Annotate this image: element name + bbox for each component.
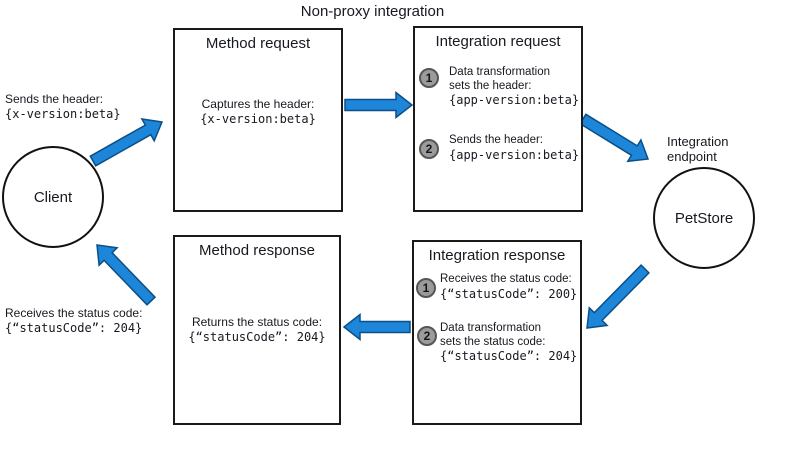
integration-request-box: Integration request 1 Data transformatio…: [413, 26, 583, 212]
flow-arrow-method-request-to-integration-request: [344, 90, 414, 120]
step-code-line: {app-version:beta}: [449, 147, 580, 162]
integration-request-step-2: Sends the header: {app-version:beta}: [449, 134, 579, 163]
client-sends-annotation: Sends the header: {x-version:beta}: [5, 92, 121, 122]
caption-line: Integration: [667, 134, 729, 149]
step-text-line: Receives the status code:: [440, 273, 572, 285]
client-label: Client: [33, 188, 73, 206]
step-code-line: {“statusCode”: 204}: [440, 349, 578, 363]
client-receives-code: {“statusCode”: 204}: [5, 320, 143, 335]
integration-request-title: Integration request: [435, 33, 561, 50]
method-request-code: {x-version:beta}: [200, 111, 316, 126]
flow-arrow-integration-response-to-method-response: [342, 312, 411, 342]
step-text-line: Data transformation: [449, 66, 550, 78]
method-response-body: Returns the status code: {“statusCode”: …: [175, 315, 339, 345]
step-text-line: sets the header:: [449, 79, 532, 92]
client-sends-code: {x-version:beta}: [5, 106, 121, 121]
client-sends-text: Sends the header:: [5, 92, 104, 106]
step-code-line: {app-version:beta}: [449, 93, 580, 107]
step-2-badge: 2: [417, 326, 437, 346]
step-text-line: Data transformation: [440, 322, 541, 334]
client-receives-text: Receives the status code:: [5, 306, 143, 320]
petstore-node: PetStore: [653, 167, 755, 269]
client-receives-annotation: Receives the status code: {“statusCode”:…: [5, 306, 143, 336]
method-request-box: Method request Captures the header: {x-v…: [173, 28, 343, 212]
step-2-badge: 2: [419, 139, 439, 159]
method-request-body: Captures the header: {x-version:beta}: [175, 97, 341, 127]
integration-response-step-1: Receives the status code: {“statusCode”:…: [440, 273, 577, 302]
caption-line: endpoint: [667, 149, 717, 164]
method-request-text: Captures the header:: [201, 97, 315, 111]
method-response-text: Returns the status code:: [191, 315, 323, 329]
integration-endpoint-caption: Integration endpoint: [667, 134, 728, 164]
step-code-line: {“statusCode”: 200}: [440, 286, 578, 301]
method-response-title: Method response: [199, 242, 315, 259]
flow-arrow-method-response-to-client: [96, 244, 157, 306]
step-text-line: sets the status code:: [440, 335, 546, 348]
step-1-badge: 1: [416, 278, 436, 298]
diagram-title: Non-proxy integration: [300, 3, 445, 20]
method-request-title: Method request: [205, 35, 311, 52]
integration-response-step-2: Data transformation sets the status code…: [440, 322, 577, 364]
integration-request-step-1: Data transformation sets the header: {ap…: [449, 66, 579, 108]
flow-arrow-petstore-to-integration-response: [586, 264, 650, 329]
integration-response-title: Integration response: [428, 247, 566, 264]
step-1-badge: 1: [419, 68, 439, 88]
integration-response-box: Integration response 1 Receives the stat…: [412, 240, 582, 425]
petstore-label: PetStore: [674, 209, 734, 227]
flow-arrow-client-to-method-request: [89, 118, 164, 167]
method-response-code: {“statusCode”: 204}: [188, 329, 326, 344]
client-node: Client: [2, 146, 104, 248]
method-response-box: Method response Returns the status code:…: [173, 235, 341, 425]
flow-arrow-integration-request-to-petstore: [579, 113, 650, 163]
step-text-line: Sends the header:: [449, 134, 543, 146]
